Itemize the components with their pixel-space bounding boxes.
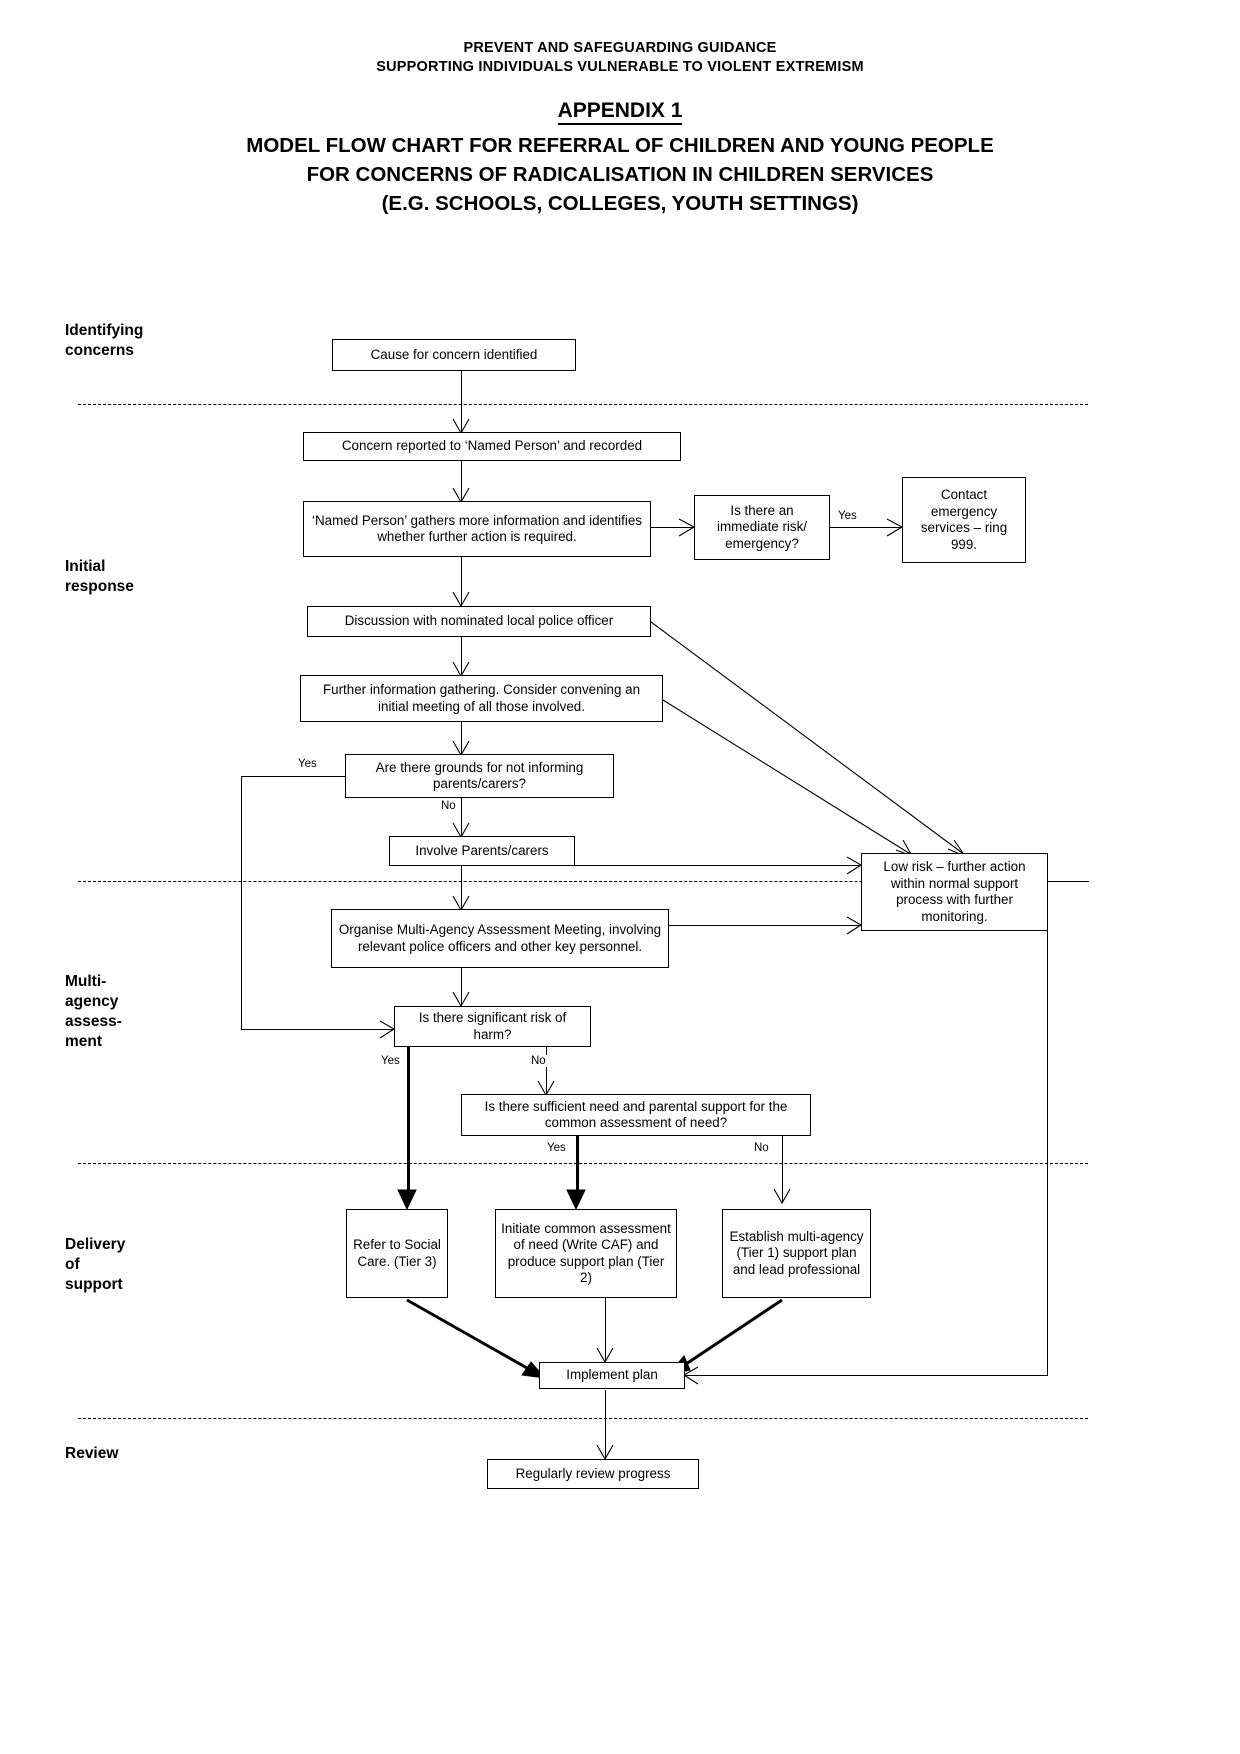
edge-caf-to-implement — [605, 1298, 607, 1362]
edge-further-info-to-grounds — [461, 721, 463, 754]
edge-grounds-yes-to-significant-risk — [241, 1029, 393, 1031]
edge-label-sufficient-need-no: No — [753, 1142, 770, 1154]
guidance-header-line1: PREVENT AND SAFEGUARDING GUIDANCE — [463, 40, 777, 56]
edge-cause-to-reported — [461, 371, 463, 432]
main-title-line2: FOR CONCERNS OF RADICALISATION IN CHILDR… — [306, 163, 934, 186]
node-contact-emergency-services[interactable]: Contact emergency services – ring 999. — [902, 477, 1026, 563]
edge-low-risk-right-stub — [1047, 881, 1089, 883]
edge-grounds-yes-vertical — [241, 776, 243, 1030]
node-concern-reported[interactable]: Concern reported to ‘Named Person’ and r… — [303, 432, 681, 461]
node-further-information-gathering[interactable]: Further information gathering. Consider … — [300, 675, 663, 722]
node-grounds-not-informing-parents[interactable]: Are there grounds for not informing pare… — [345, 754, 614, 798]
main-title-line3: (E.G. SCHOOLS, COLLEGES, YOUTH SETTINGS) — [381, 192, 859, 215]
edge-grounds-yes-horizontal — [241, 776, 345, 778]
node-regularly-review-progress[interactable]: Regularly review progress — [487, 1459, 699, 1489]
node-police-discussion[interactable]: Discussion with nominated local police o… — [307, 606, 651, 637]
edge-sufficient-need-no — [782, 1135, 784, 1203]
edge-implement-to-review — [605, 1390, 607, 1459]
lane-separator-2 — [78, 881, 1088, 882]
edge-label-grounds-no: No — [440, 800, 457, 812]
guidance-header-line2: SUPPORTING INDIVIDUALS VULNERABLE TO VIO… — [376, 59, 864, 75]
edge-grounds-no-to-involve-parents — [461, 798, 463, 836]
edge-gathers-to-immediate-risk — [651, 527, 693, 529]
node-refer-to-social-care[interactable]: Refer to Social Care. (Tier 3) — [346, 1209, 448, 1298]
edge-label-grounds-yes: Yes — [297, 758, 318, 770]
edge-organise-to-low-risk — [669, 925, 860, 927]
edge-low-risk-to-implement — [684, 1375, 1048, 1377]
edge-immediate-risk-to-contact-emergency — [830, 527, 902, 529]
edge-involve-parents-to-low-risk — [575, 865, 860, 867]
edge-involve-parents-to-organise — [461, 865, 463, 909]
main-title-line1: MODEL FLOW CHART FOR REFERRAL OF CHILDRE… — [246, 134, 994, 157]
edge-sufficient-need-yes — [576, 1135, 579, 1203]
lane-separator-3 — [78, 1163, 1088, 1164]
edge-low-risk-down — [1047, 881, 1049, 1375]
lane-separator-4 — [78, 1418, 1088, 1419]
node-immediate-risk-question[interactable]: Is there an immediate risk/ emergency? — [694, 495, 830, 560]
node-organise-multi-agency-meeting[interactable]: Organise Multi-Agency Assessment Meeting… — [331, 909, 669, 968]
edge-significant-risk-yes — [407, 1046, 410, 1203]
node-establish-multi-agency-plan[interactable]: Establish multi-agency (Tier 1) support … — [722, 1209, 871, 1298]
edge-gathers-to-police-discussion — [461, 556, 463, 605]
lane-label-review: Review — [65, 1445, 119, 1462]
node-initiate-common-assessment[interactable]: Initiate common assessment of need (Writ… — [495, 1209, 677, 1298]
node-significant-risk-of-harm[interactable]: Is there significant risk of harm? — [394, 1006, 591, 1047]
edge-police-to-further-info — [461, 636, 463, 675]
edge-label-significant-risk-no: No — [530, 1055, 547, 1067]
edge-label-significant-risk-yes: Yes — [380, 1055, 401, 1067]
node-low-risk-further-action[interactable]: Low risk – further action within normal … — [861, 853, 1048, 931]
node-named-person-gathers[interactable]: ‘Named Person’ gathers more information … — [303, 501, 651, 557]
edge-significant-risk-no — [546, 1046, 548, 1094]
edge-label-immediate-risk-yes: Yes — [837, 510, 858, 522]
node-sufficient-need-parental-support[interactable]: Is there sufficient need and parental su… — [461, 1094, 811, 1136]
node-cause-for-concern[interactable]: Cause for concern identified — [332, 339, 576, 371]
node-involve-parents-carers[interactable]: Involve Parents/carers — [389, 836, 575, 866]
edge-label-sufficient-need-yes: Yes — [546, 1142, 567, 1154]
appendix-title: APPENDIX 1 — [0, 99, 1240, 125]
edge-reported-to-gathers — [461, 460, 463, 501]
node-implement-plan[interactable]: Implement plan — [539, 1362, 685, 1389]
edge-organise-to-significant-risk — [461, 968, 463, 1005]
lane-separator-1 — [78, 404, 1088, 405]
appendix-title-text: APPENDIX 1 — [557, 99, 683, 125]
